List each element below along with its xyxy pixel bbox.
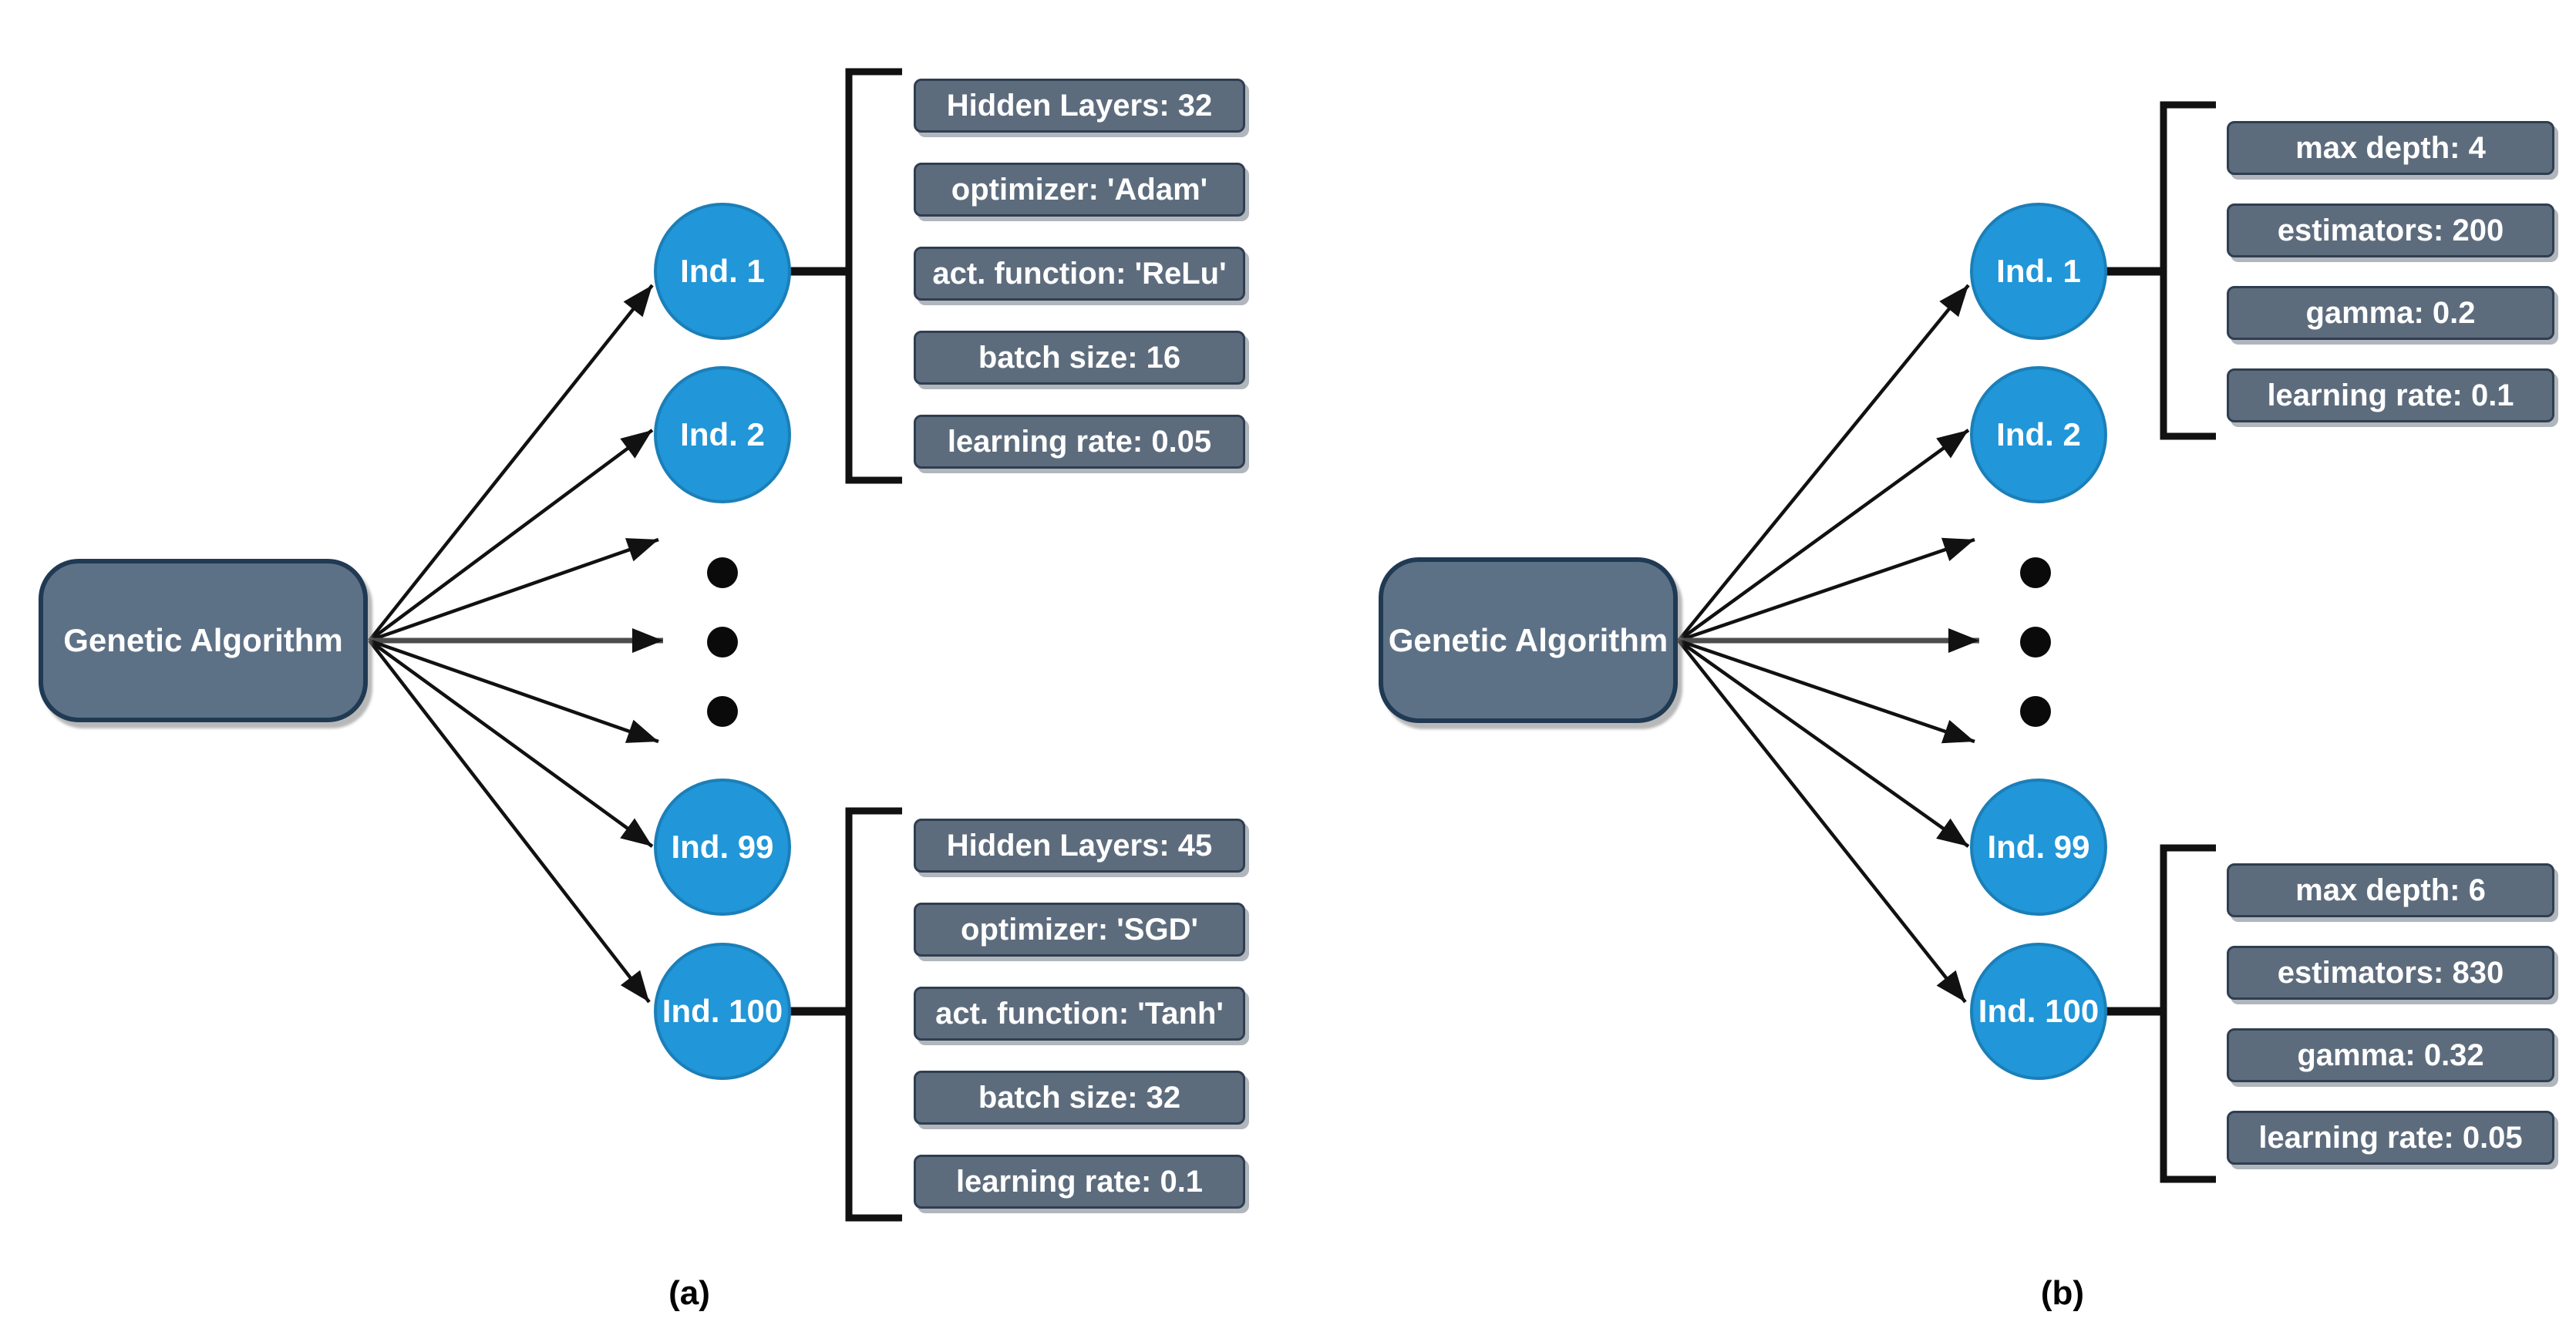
bracket xyxy=(2160,844,2216,1183)
hyperparameter-box: act. function: 'ReLu' xyxy=(914,247,1245,301)
individual-label: Ind. 100 xyxy=(1978,993,2100,1029)
individual-node-1: Ind. 1 xyxy=(654,203,791,340)
hyperparameter-box: max depth: 6 xyxy=(2227,863,2554,917)
hyperparameter-box: batch size: 16 xyxy=(914,331,1245,385)
individual-label: Ind. 2 xyxy=(680,416,765,452)
genetic-algorithm-label: Genetic Algorithm xyxy=(63,622,343,658)
hyperparameter-box: optimizer: 'Adam' xyxy=(914,163,1245,217)
arrow xyxy=(1678,638,1975,744)
individual-label: Ind. 1 xyxy=(1996,253,2081,289)
hyperparameter-label: gamma: 0.32 xyxy=(2297,1038,2484,1072)
hyperparameter-label: learning rate: 0.05 xyxy=(2258,1120,2523,1155)
hyperparameter-box: learning rate: 0.05 xyxy=(2227,1111,2554,1165)
individual-node-1: Ind. 1 xyxy=(1970,203,2107,340)
hyperparameter-box: act. function: 'Tanh' xyxy=(914,987,1245,1041)
brackets-a xyxy=(790,68,902,1222)
individual-node-100: Ind. 100 xyxy=(1970,943,2107,1080)
brackets-b xyxy=(2106,101,2216,1183)
hyperparameter-label: max depth: 4 xyxy=(2295,130,2486,165)
arrow xyxy=(1678,537,1975,643)
ellipsis-dots-b xyxy=(2020,557,2051,727)
arrow xyxy=(368,429,654,642)
hyperparameter-box: max depth: 4 xyxy=(2227,121,2554,175)
hyperparameter-box: estimators: 830 xyxy=(2227,946,2554,1000)
arrow-fan-b xyxy=(1677,284,1979,1004)
individual-label: Ind. 1 xyxy=(680,253,765,289)
individual-node-2: Ind. 2 xyxy=(654,366,791,503)
ellipsis-dot xyxy=(707,696,738,727)
hyperparameter-label: Hidden Layers: 32 xyxy=(946,88,1213,123)
hyperparameter-label: optimizer: 'SGD' xyxy=(961,912,1198,947)
ellipsis-dot xyxy=(2020,557,2051,588)
hyperparameter-box: learning rate: 0.05 xyxy=(914,415,1245,469)
genetic-algorithm-node: Genetic Algorithm xyxy=(39,559,368,722)
individual-node-99: Ind. 99 xyxy=(654,779,791,916)
hyperparameter-label: gamma: 0.2 xyxy=(2305,295,2476,330)
genetic-algorithm-label: Genetic Algorithm xyxy=(1388,621,1669,658)
bracket xyxy=(2160,101,2216,440)
arrow xyxy=(1677,639,1970,848)
genetic-algorithm-node: Genetic Algorithm xyxy=(1379,557,1678,723)
hyperparameter-label: learning rate: 0.1 xyxy=(955,1164,1204,1199)
ellipsis-dots-a xyxy=(707,557,738,727)
hyperparameter-box: gamma: 0.32 xyxy=(2227,1028,2554,1082)
hyperparameter-label: batch size: 32 xyxy=(978,1080,1181,1115)
arrow xyxy=(1677,284,1970,642)
individual-label: Ind. 99 xyxy=(1987,829,2090,865)
hyperparameter-label: learning rate: 0.1 xyxy=(2267,378,2514,412)
hyperparameter-label: Hidden Layers: 45 xyxy=(946,828,1213,863)
bracket xyxy=(845,807,902,1222)
panel-caption-a: (a) xyxy=(668,1274,710,1312)
individual-label: Ind. 100 xyxy=(662,993,783,1029)
ellipsis-dot xyxy=(707,557,738,588)
arrow xyxy=(1677,429,1970,642)
arrow xyxy=(368,639,654,848)
hyperparameter-box: optimizer: 'SGD' xyxy=(914,903,1245,957)
ellipsis-dot xyxy=(2020,627,2051,658)
individual-node-99: Ind. 99 xyxy=(1970,779,2107,916)
hyperparameter-box: learning rate: 0.1 xyxy=(2227,368,2554,422)
arrow xyxy=(368,639,651,1004)
arrow xyxy=(369,537,659,643)
hyperparameter-box: Hidden Layers: 32 xyxy=(914,79,1245,133)
hyperparameter-label: max depth: 6 xyxy=(2295,873,2486,907)
hyperparameter-box: Hidden Layers: 45 xyxy=(914,819,1245,873)
ellipsis-dot xyxy=(707,627,738,658)
individual-node-2: Ind. 2 xyxy=(1970,366,2107,503)
hyperparameter-box: learning rate: 0.1 xyxy=(914,1155,1245,1209)
individual-label: Ind. 99 xyxy=(671,829,774,865)
hyperparameter-label: act. function: 'ReLu' xyxy=(932,256,1227,291)
arrow xyxy=(369,638,659,744)
hyperparameter-label: act. function: 'Tanh' xyxy=(935,996,1224,1031)
hyperparameter-box: batch size: 32 xyxy=(914,1071,1245,1125)
individual-node-100: Ind. 100 xyxy=(654,943,791,1080)
arrow xyxy=(368,284,654,642)
hyperparameter-label: estimators: 200 xyxy=(2277,213,2504,247)
hyperparameter-label: batch size: 16 xyxy=(978,340,1181,375)
hyperparameter-box: estimators: 200 xyxy=(2227,203,2554,257)
hyperparameter-label: optimizer: 'Adam' xyxy=(951,172,1208,207)
bracket xyxy=(845,68,902,484)
arrow-fan-a xyxy=(368,284,663,1004)
panel-caption-b: (b) xyxy=(2040,1274,2085,1312)
hyperparameter-box: gamma: 0.2 xyxy=(2227,286,2554,340)
individual-label: Ind. 2 xyxy=(1996,416,2081,452)
arrow xyxy=(1677,639,1967,1004)
hyperparameter-label: learning rate: 0.05 xyxy=(947,424,1212,459)
ellipsis-dot xyxy=(2020,696,2051,727)
hyperparameter-label: estimators: 830 xyxy=(2277,955,2504,990)
